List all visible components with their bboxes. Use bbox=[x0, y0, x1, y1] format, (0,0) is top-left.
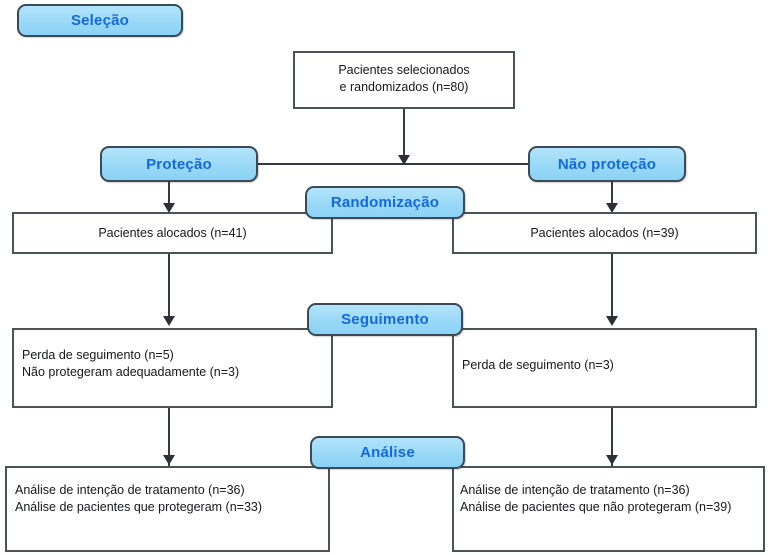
connector-enrollment-down bbox=[403, 109, 405, 163]
stage-label-seguimento-text: Seguimento bbox=[341, 311, 429, 328]
arrowhead-right-followup bbox=[606, 316, 618, 326]
arrowhead-left-analysis bbox=[163, 455, 175, 465]
enrollment-box-line1: Pacientes selecionados bbox=[338, 63, 470, 77]
connector-left-followup-to-analysis bbox=[168, 408, 170, 466]
stage-label-selecao-text: Seleção bbox=[70, 12, 130, 29]
allocation-right-text: Pacientes alocados (n=39) bbox=[530, 226, 679, 240]
arrowhead-left-followup bbox=[163, 316, 175, 326]
enrollment-box bbox=[293, 51, 515, 109]
analysis-left-line1: Análise de intenção de tratamento (n=36) bbox=[15, 483, 245, 497]
arm-label-protecao: Proteção bbox=[100, 146, 258, 182]
connector-left-allocation-to-followup bbox=[168, 254, 170, 316]
analysis-left-line2: Análise de pacientes que protegeram (n=3… bbox=[15, 500, 263, 514]
stage-label-randomizacao-text: Randomização bbox=[330, 194, 440, 211]
analysis-right-line1: Análise de intenção de tratamento (n=36) bbox=[460, 483, 690, 497]
followup-left-line2: Não protegeram adequadamente (n=3) bbox=[22, 365, 240, 379]
connector-left-arm-to-allocation bbox=[168, 182, 170, 208]
arrowhead-right-allocation bbox=[606, 203, 618, 213]
stage-label-randomizacao: Randomização bbox=[305, 186, 465, 219]
arrowhead-left-allocation bbox=[163, 203, 175, 213]
arm-label-nao-protecao-text: Não proteção bbox=[557, 155, 657, 173]
stage-label-analise-text: Análise bbox=[360, 444, 415, 461]
followup-right-box bbox=[452, 328, 757, 408]
stage-label-seguimento: Seguimento bbox=[307, 303, 463, 336]
analysis-right-box bbox=[452, 466, 765, 552]
stage-label-analise: Análise bbox=[310, 436, 465, 469]
analysis-left-box bbox=[5, 466, 330, 552]
stage-label-selecao: Seleção bbox=[17, 4, 183, 37]
followup-left-box bbox=[12, 328, 333, 408]
allocation-right-box bbox=[452, 212, 757, 254]
connector-right-allocation-to-followup bbox=[611, 254, 613, 316]
arm-label-protecao-text: Proteção bbox=[146, 155, 212, 173]
arm-label-nao-protecao: Não proteção bbox=[528, 146, 686, 182]
connector-right-followup-to-analysis bbox=[611, 408, 613, 466]
allocation-left-text: Pacientes alocados (n=41) bbox=[98, 226, 247, 240]
arrowhead-right-analysis bbox=[606, 455, 618, 465]
enrollment-box-line2: e randomizados (n=80) bbox=[339, 80, 469, 94]
analysis-right-line2: Análise de pacientes que não protegeram … bbox=[460, 500, 732, 514]
connector-right-arm-to-allocation bbox=[611, 182, 613, 208]
connector-arm-split bbox=[178, 163, 608, 165]
arrowhead-enrollment-down bbox=[398, 155, 410, 165]
followup-right-line1: Perda de seguimento (n=3) bbox=[462, 358, 614, 372]
followup-left-line1: Perda de seguimento (n=5) bbox=[22, 348, 174, 362]
allocation-left-box bbox=[12, 212, 333, 254]
